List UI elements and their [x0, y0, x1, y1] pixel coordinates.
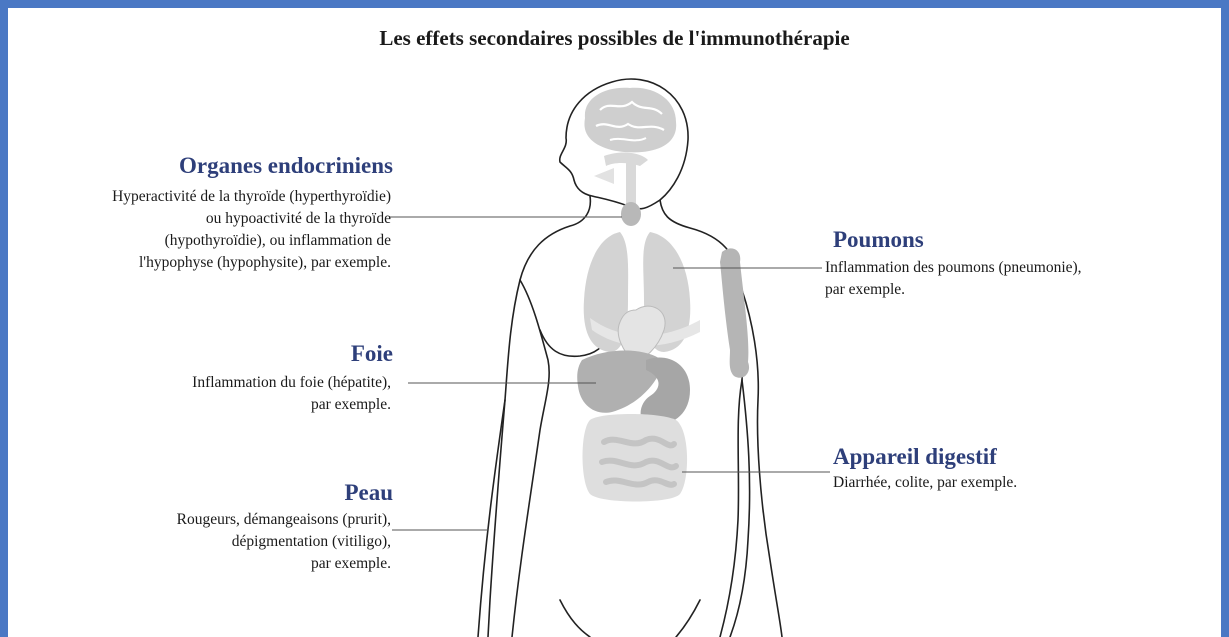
- section-text-liver: Inflammation du foie (hépatite), par exe…: [192, 372, 391, 416]
- text-line: par exemple.: [192, 394, 391, 416]
- text-line: Rougeurs, démangeaisons (prurit),: [177, 509, 391, 531]
- text-line: par exemple.: [825, 279, 1082, 301]
- text-line: l'hypophyse (hypophysite), par exemple.: [112, 252, 391, 274]
- text-line: Diarrhée, colite, par exemple.: [833, 472, 1017, 494]
- section-heading-liver: Foie: [351, 341, 393, 367]
- text-line: Inflammation des poumons (pneumonie),: [825, 257, 1082, 279]
- text-line: ou hypoactivité de la thyroïde: [112, 208, 391, 230]
- text-line: Hyperactivité de la thyroïde (hyperthyro…: [112, 186, 391, 208]
- section-heading-digestive: Appareil digestif: [833, 444, 997, 470]
- intestines-organ: [583, 414, 688, 502]
- section-text-lungs: Inflammation des poumons (pneumonie), pa…: [825, 257, 1082, 301]
- text-line: dépigmentation (vitiligo),: [177, 531, 391, 553]
- section-text-digestive: Diarrhée, colite, par exemple.: [833, 472, 1017, 494]
- text-line: (hypothyroïdie), ou inflammation de: [112, 230, 391, 252]
- section-heading-endocrine: Organes endocriniens: [179, 153, 393, 179]
- section-heading-skin: Peau: [344, 480, 393, 506]
- section-text-skin: Rougeurs, démangeaisons (prurit), dépigm…: [177, 509, 391, 575]
- brain-organ: [584, 88, 676, 153]
- thyroid-organ: [621, 202, 641, 226]
- section-heading-lungs: Poumons: [833, 227, 924, 253]
- section-text-endocrine: Hyperactivité de la thyroïde (hyperthyro…: [112, 186, 391, 274]
- text-line: Inflammation du foie (hépatite),: [192, 372, 391, 394]
- text-line: par exemple.: [177, 553, 391, 575]
